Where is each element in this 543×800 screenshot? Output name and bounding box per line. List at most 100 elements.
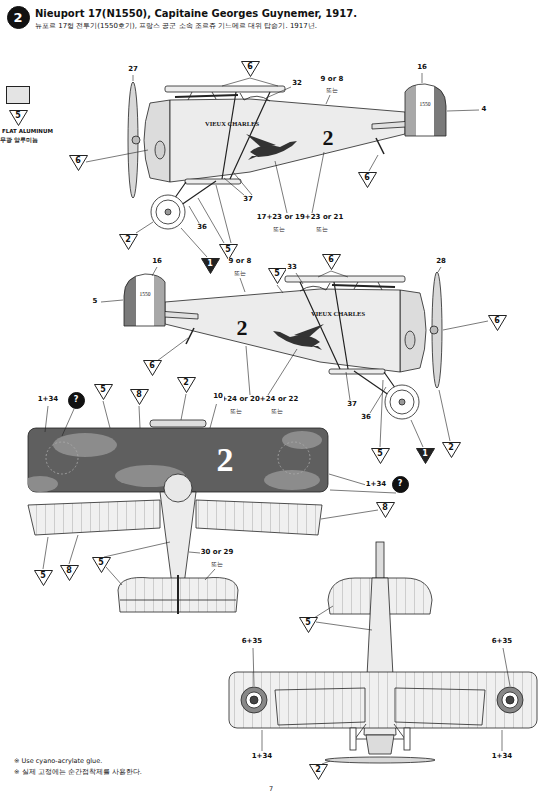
callout-label: 1+34	[491, 753, 513, 761]
paint-callout-triangle: 6	[69, 155, 88, 171]
triangle-outline	[371, 449, 389, 464]
callout-label: 36	[196, 224, 208, 232]
aircraft-part	[86, 73, 479, 257]
aircraft-part	[404, 728, 410, 750]
callout-label: 9 or 8	[320, 76, 345, 84]
note-text: 뉴포르 17형 전투기(1550호기), 프랑스 공군 소속 조르쥬 기느메르 …	[35, 23, 317, 31]
aircraft-part	[177, 575, 179, 614]
paint-callout-triangle: 6	[488, 315, 507, 331]
aircraft-part	[350, 728, 356, 750]
aircraft-part	[22, 420, 328, 614]
triangle-outline	[69, 156, 87, 171]
callout-number: 2	[13, 11, 22, 24]
aircraft-part	[155, 141, 165, 159]
aircraft-part	[248, 156, 258, 160]
callout-label: 16	[416, 64, 428, 72]
callout-number: 5	[305, 619, 311, 627]
callout-number: ?	[398, 480, 403, 488]
callout-label: 1+34	[251, 753, 273, 761]
triangle-outline	[201, 259, 219, 274]
callout-label: 6+35	[491, 638, 513, 646]
aircraft-part	[246, 692, 262, 708]
check-callout-circle: ?	[392, 476, 409, 493]
aircraft-part	[229, 542, 537, 763]
aircraft-part	[46, 442, 78, 474]
callout-label: 6+35	[241, 638, 263, 646]
aircraft-part	[264, 470, 320, 490]
aircraft-part	[165, 86, 285, 92]
triangle-outline	[143, 361, 161, 376]
aircraft-part	[164, 474, 192, 502]
aircraft-part	[405, 80, 446, 140]
aircraft-part	[28, 500, 160, 535]
aircraft-part	[188, 92, 216, 100]
triangle-outline	[358, 173, 376, 188]
step-badge: 2	[7, 6, 30, 29]
triangle-outline	[92, 558, 110, 573]
callout-number: 6	[247, 63, 253, 71]
callout-number: 5	[15, 112, 21, 120]
callout-number: 5	[274, 270, 280, 278]
aircraft-part	[53, 433, 117, 457]
paint-callout-triangle: 6	[322, 254, 341, 270]
aircraft-part	[151, 195, 185, 229]
paint-callout-triangle: 2	[309, 764, 328, 780]
callout-number: 1	[422, 450, 428, 458]
triangle-outline	[416, 449, 434, 464]
triangle-outline	[94, 385, 112, 400]
decal-text: 2	[217, 441, 234, 478]
decal-text: 2	[237, 316, 248, 340]
paint-callout-triangle: 6	[358, 172, 377, 188]
callout-label: 5	[92, 298, 99, 306]
triangle-outline	[241, 62, 259, 77]
aircraft-part	[196, 500, 322, 535]
aircraft-part	[416, 80, 434, 140]
callout-number: 6	[328, 256, 334, 264]
callout-label: 1+34	[37, 396, 59, 404]
aircraft-part	[325, 757, 435, 763]
decal-text: 1550	[420, 101, 431, 107]
paint-callout-triangle: 8	[130, 389, 149, 405]
triangle-outline	[119, 235, 137, 250]
callout-number: 5	[100, 386, 106, 394]
paint-callout-triangle: 5	[94, 384, 113, 400]
aircraft-part	[124, 270, 442, 419]
callout-label: 무광 알루미늄	[0, 137, 38, 143]
circle-outline	[392, 476, 408, 492]
paint-callout-triangle: 5	[92, 557, 111, 573]
callout-number: 6	[494, 317, 500, 325]
callout-label: 30 or 29	[200, 549, 235, 557]
aircraft-part	[101, 267, 488, 447]
aircraft-part	[156, 200, 180, 224]
paint-callout-triangle: 8	[60, 565, 79, 581]
paint-callout-triangle: 2	[442, 442, 461, 458]
callout-label: 37	[242, 196, 254, 204]
note-text: ※ Use cyano-acrylate glue.	[14, 758, 102, 765]
aircraft-part	[43, 394, 396, 585]
aircraft-part	[278, 442, 310, 474]
paint-callout-triangle: 8	[376, 502, 395, 518]
aircraft-part	[28, 476, 58, 492]
callout-number: 2	[315, 766, 321, 774]
aircraft-part	[241, 687, 267, 713]
triangle-outline	[130, 390, 148, 405]
callout-label: 4	[481, 106, 488, 114]
callout-label: 또는	[229, 408, 243, 415]
callout-number: 5	[225, 246, 231, 254]
paint-callout-triangle: 5	[34, 570, 53, 586]
callout-label: 33	[286, 264, 298, 272]
aircraft-part	[395, 688, 485, 725]
color-swatch	[6, 86, 30, 104]
callout-label: 32	[291, 80, 303, 88]
aircraft-part	[222, 92, 270, 179]
callout-number: 2	[183, 379, 189, 387]
callout-number: 6	[75, 157, 81, 165]
triangle-outline	[9, 111, 27, 126]
callout-number: 8	[66, 567, 72, 575]
callout-label: 16	[151, 258, 163, 266]
callout-label: 또는	[315, 226, 329, 233]
note-text: ※ 실제 고정에는 순간접착제를 사용한다.	[14, 769, 142, 776]
paint-callout-triangle: 6	[143, 360, 162, 376]
callout-label: 18+24 or 20+24 or 22	[211, 396, 300, 404]
